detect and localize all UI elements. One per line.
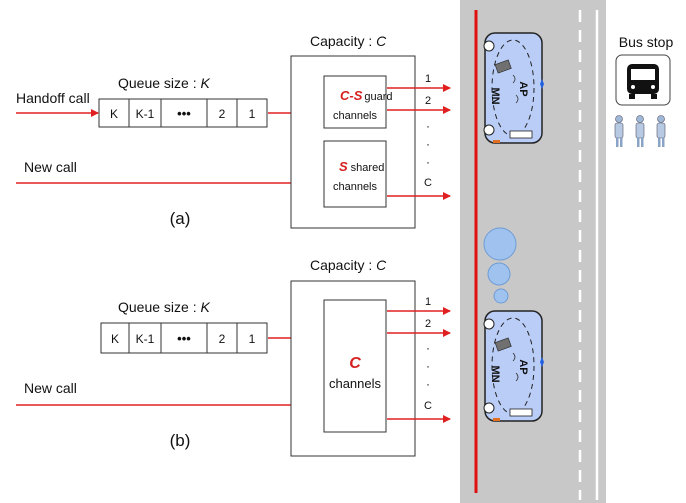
output-dot: · — [426, 137, 430, 151]
output-dot: · — [426, 341, 430, 355]
queue-cell-label: 2 — [219, 107, 226, 121]
mobile-node-icon — [494, 59, 512, 74]
output-dot: · — [426, 359, 430, 373]
queue-cell — [128, 322, 162, 354]
headlight — [483, 402, 495, 414]
queue-cell-label: K — [111, 332, 119, 346]
shared-channels-sub: channels — [333, 181, 378, 193]
queue-cell-label: K-1 — [136, 107, 155, 121]
channels-word-b: channels — [329, 376, 382, 391]
queue-cell-label: 1 — [249, 107, 256, 121]
signal-bubbles — [483, 227, 517, 304]
output-label: C — [424, 400, 432, 412]
output-label: 2 — [425, 318, 431, 330]
queue-cell-label: ••• — [177, 331, 191, 346]
bubble-large — [483, 227, 517, 261]
queue-cell-label: K — [110, 107, 118, 121]
output-dot: · — [426, 155, 430, 169]
shared-channels-box — [323, 140, 387, 208]
bus-plate — [509, 130, 533, 139]
queue-a: K K-1 ••• 2 1 — [98, 98, 268, 128]
queue-cell — [160, 98, 208, 128]
mobile-node-icon — [494, 337, 512, 352]
guard-channels-sub: channels — [333, 110, 378, 122]
handoff-call-label: Handoff call — [16, 90, 90, 106]
queue-cell-label: ••• — [177, 106, 191, 121]
caption-a: (a) — [170, 209, 191, 228]
bubble-medium — [487, 262, 511, 286]
headlight — [483, 124, 495, 136]
signal-icon — [512, 352, 519, 382]
bus-icon — [627, 64, 659, 99]
diagram-b: Queue size : K Capacity : C K K-1 ••• 2 … — [16, 257, 451, 457]
ap-antenna-icon — [540, 79, 544, 89]
bus-bottom: AP MN — [483, 310, 544, 422]
bubble-small — [493, 288, 509, 304]
headlight — [483, 40, 495, 52]
tail-light — [493, 140, 500, 143]
bus-plate — [509, 408, 533, 417]
road-scene: AP MN AP MN — [460, 0, 606, 503]
output-dot: · — [426, 377, 430, 391]
tail-light — [493, 418, 500, 421]
passengers-icon — [614, 115, 666, 147]
channels-box-b — [323, 299, 387, 433]
person-icon — [635, 115, 645, 147]
queue-b: K K-1 ••• 2 1 — [100, 322, 268, 354]
queue-cell — [236, 98, 268, 128]
caption-b: (b) — [170, 431, 191, 450]
queue-size-label-a: Queue size : K — [118, 75, 211, 91]
output-label: 2 — [425, 95, 431, 107]
new-call-label-a: New call — [24, 159, 77, 175]
output-label: 1 — [425, 296, 431, 308]
queue-cell — [206, 322, 238, 354]
person-icon — [656, 115, 666, 147]
queue-size-label-b: Queue size : K — [118, 299, 211, 315]
output-dot: · — [426, 119, 430, 133]
queue-cell — [128, 98, 162, 128]
new-call-label-b: New call — [24, 380, 77, 396]
person-icon — [614, 115, 624, 147]
headlight — [483, 318, 495, 330]
channels-var-b: C — [349, 355, 361, 372]
ap-label: AP — [517, 81, 529, 96]
output-label: 1 — [425, 73, 431, 85]
queue-cell-label: 2 — [219, 332, 226, 346]
queue-cell-label: 1 — [249, 332, 256, 346]
guard-channels-box — [323, 75, 387, 129]
bus-top: AP MN — [483, 32, 544, 144]
output-label: C — [424, 177, 432, 189]
queue-cell — [236, 322, 268, 354]
mn-label: MN — [489, 87, 501, 104]
queue-cell — [98, 98, 130, 128]
mn-label: MN — [489, 365, 501, 382]
ap-antenna-icon — [540, 357, 544, 367]
capacity-label-b: Capacity : C — [310, 257, 387, 273]
capacity-label-a: Capacity : C — [310, 33, 387, 49]
bus-stop: Bus stop — [614, 34, 674, 147]
bus-stop-label: Bus stop — [619, 34, 674, 50]
queue-cell-label: K-1 — [136, 332, 155, 346]
diagram-a: Queue size : K Capacity : C K K-1 ••• 2 … — [16, 33, 451, 229]
ap-label: AP — [517, 359, 529, 374]
signal-icon — [512, 74, 519, 104]
